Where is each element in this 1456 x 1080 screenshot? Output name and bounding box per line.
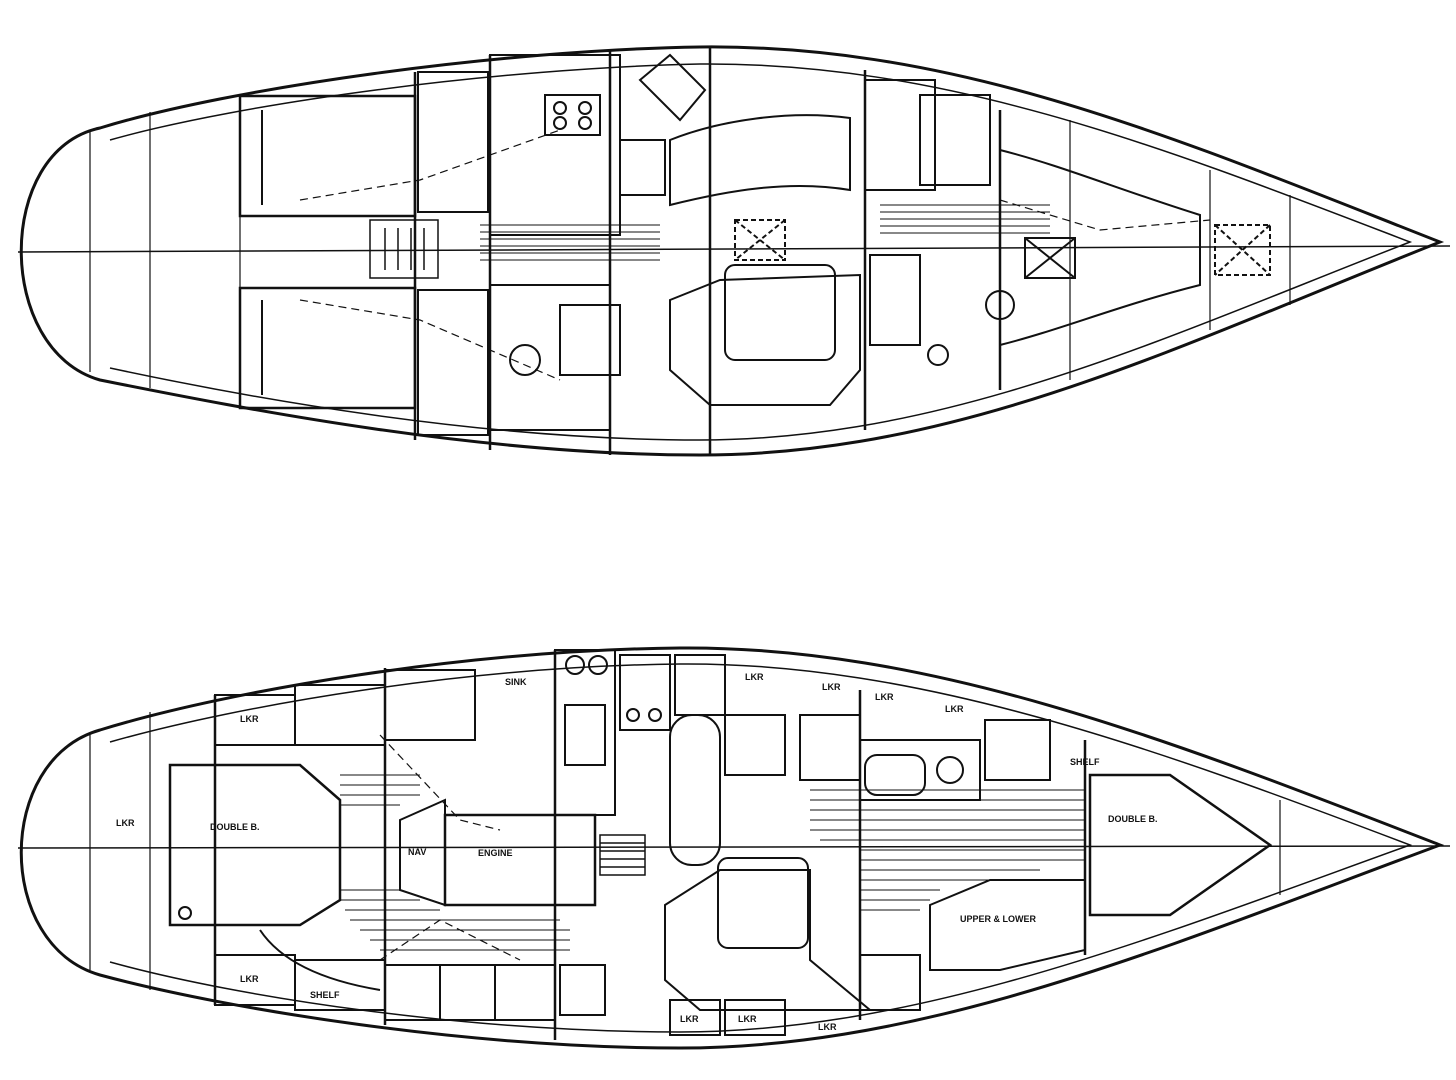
upper-companionway-steps: [369, 219, 439, 279]
label-port-locker-b: LKR: [738, 1014, 757, 1024]
label-galley-top: SINK: [505, 677, 527, 687]
upper-plan: [17, 45, 1451, 457]
upper-inner-sheer: [109, 63, 1413, 441]
upper-galley: [489, 54, 621, 236]
lower-aft-double-berth: [168, 763, 342, 927]
lower-sole-hatching: [340, 774, 1085, 951]
upper-sole-hatching: [480, 204, 1050, 261]
upper-hull-outline: [19, 45, 1445, 457]
lower-dinette: [664, 869, 873, 1011]
label-engine: ENGINE: [478, 848, 513, 858]
lower-fwd-vberth: [1088, 773, 1273, 917]
label-nav: NAV: [408, 847, 426, 857]
lower-companionway-steps: [599, 834, 646, 876]
label-stbd-locker-3: LKR: [822, 682, 841, 692]
upper-centerline: [17, 245, 1451, 253]
label-fwd-double: DOUBLE B.: [1108, 814, 1158, 824]
label-shelf-fwd: SHELF: [1070, 757, 1100, 767]
label-port-locker-c: LKR: [818, 1022, 837, 1032]
label-port-locker-a: LKR: [680, 1014, 699, 1024]
upper-saloon-settee-stbd: [669, 114, 851, 207]
lower-galley-sink-island: [669, 714, 721, 866]
lower-inner-sheer: [109, 663, 1413, 1033]
upper-aft-berth-stbd: [238, 94, 417, 218]
label-stbd-locker-4: LKR: [875, 692, 894, 702]
label-stbd-locker-2: LKR: [745, 672, 764, 682]
upper-fwd-hatch: [1214, 224, 1271, 276]
upper-aft-berth-port: [238, 286, 417, 410]
label-port-lkr: LKR: [240, 974, 259, 984]
label-aft-double: DOUBLE B.: [210, 822, 260, 832]
lower-upper-lower-berth: [929, 879, 1086, 971]
upper-saloon-table: [724, 264, 836, 361]
label-port-shelf: SHELF: [310, 990, 340, 1000]
upper-bulkheads: [413, 48, 1002, 455]
label-transom: LKR: [116, 818, 135, 828]
lower-plan: [17, 646, 1451, 1050]
label-stbd-locker-5: LKR: [945, 704, 964, 714]
lower-plan-labels: LKR LKR LKR LKR LKR SINK DOUBLE B. ENGIN…: [116, 672, 1158, 1032]
lower-bulkheads: [213, 650, 1087, 1040]
lower-saloon-table: [717, 857, 809, 949]
lower-stations: [89, 712, 1281, 990]
lower-centerline: [17, 845, 1451, 849]
upper-saloon-settee-port: [669, 273, 861, 406]
lower-engine-box: [443, 813, 597, 907]
label-stbd-locker-1: LKR: [240, 714, 259, 724]
label-upper-lower: UPPER & LOWER: [960, 914, 1037, 924]
upper-fwd-vberth: [999, 149, 1201, 346]
